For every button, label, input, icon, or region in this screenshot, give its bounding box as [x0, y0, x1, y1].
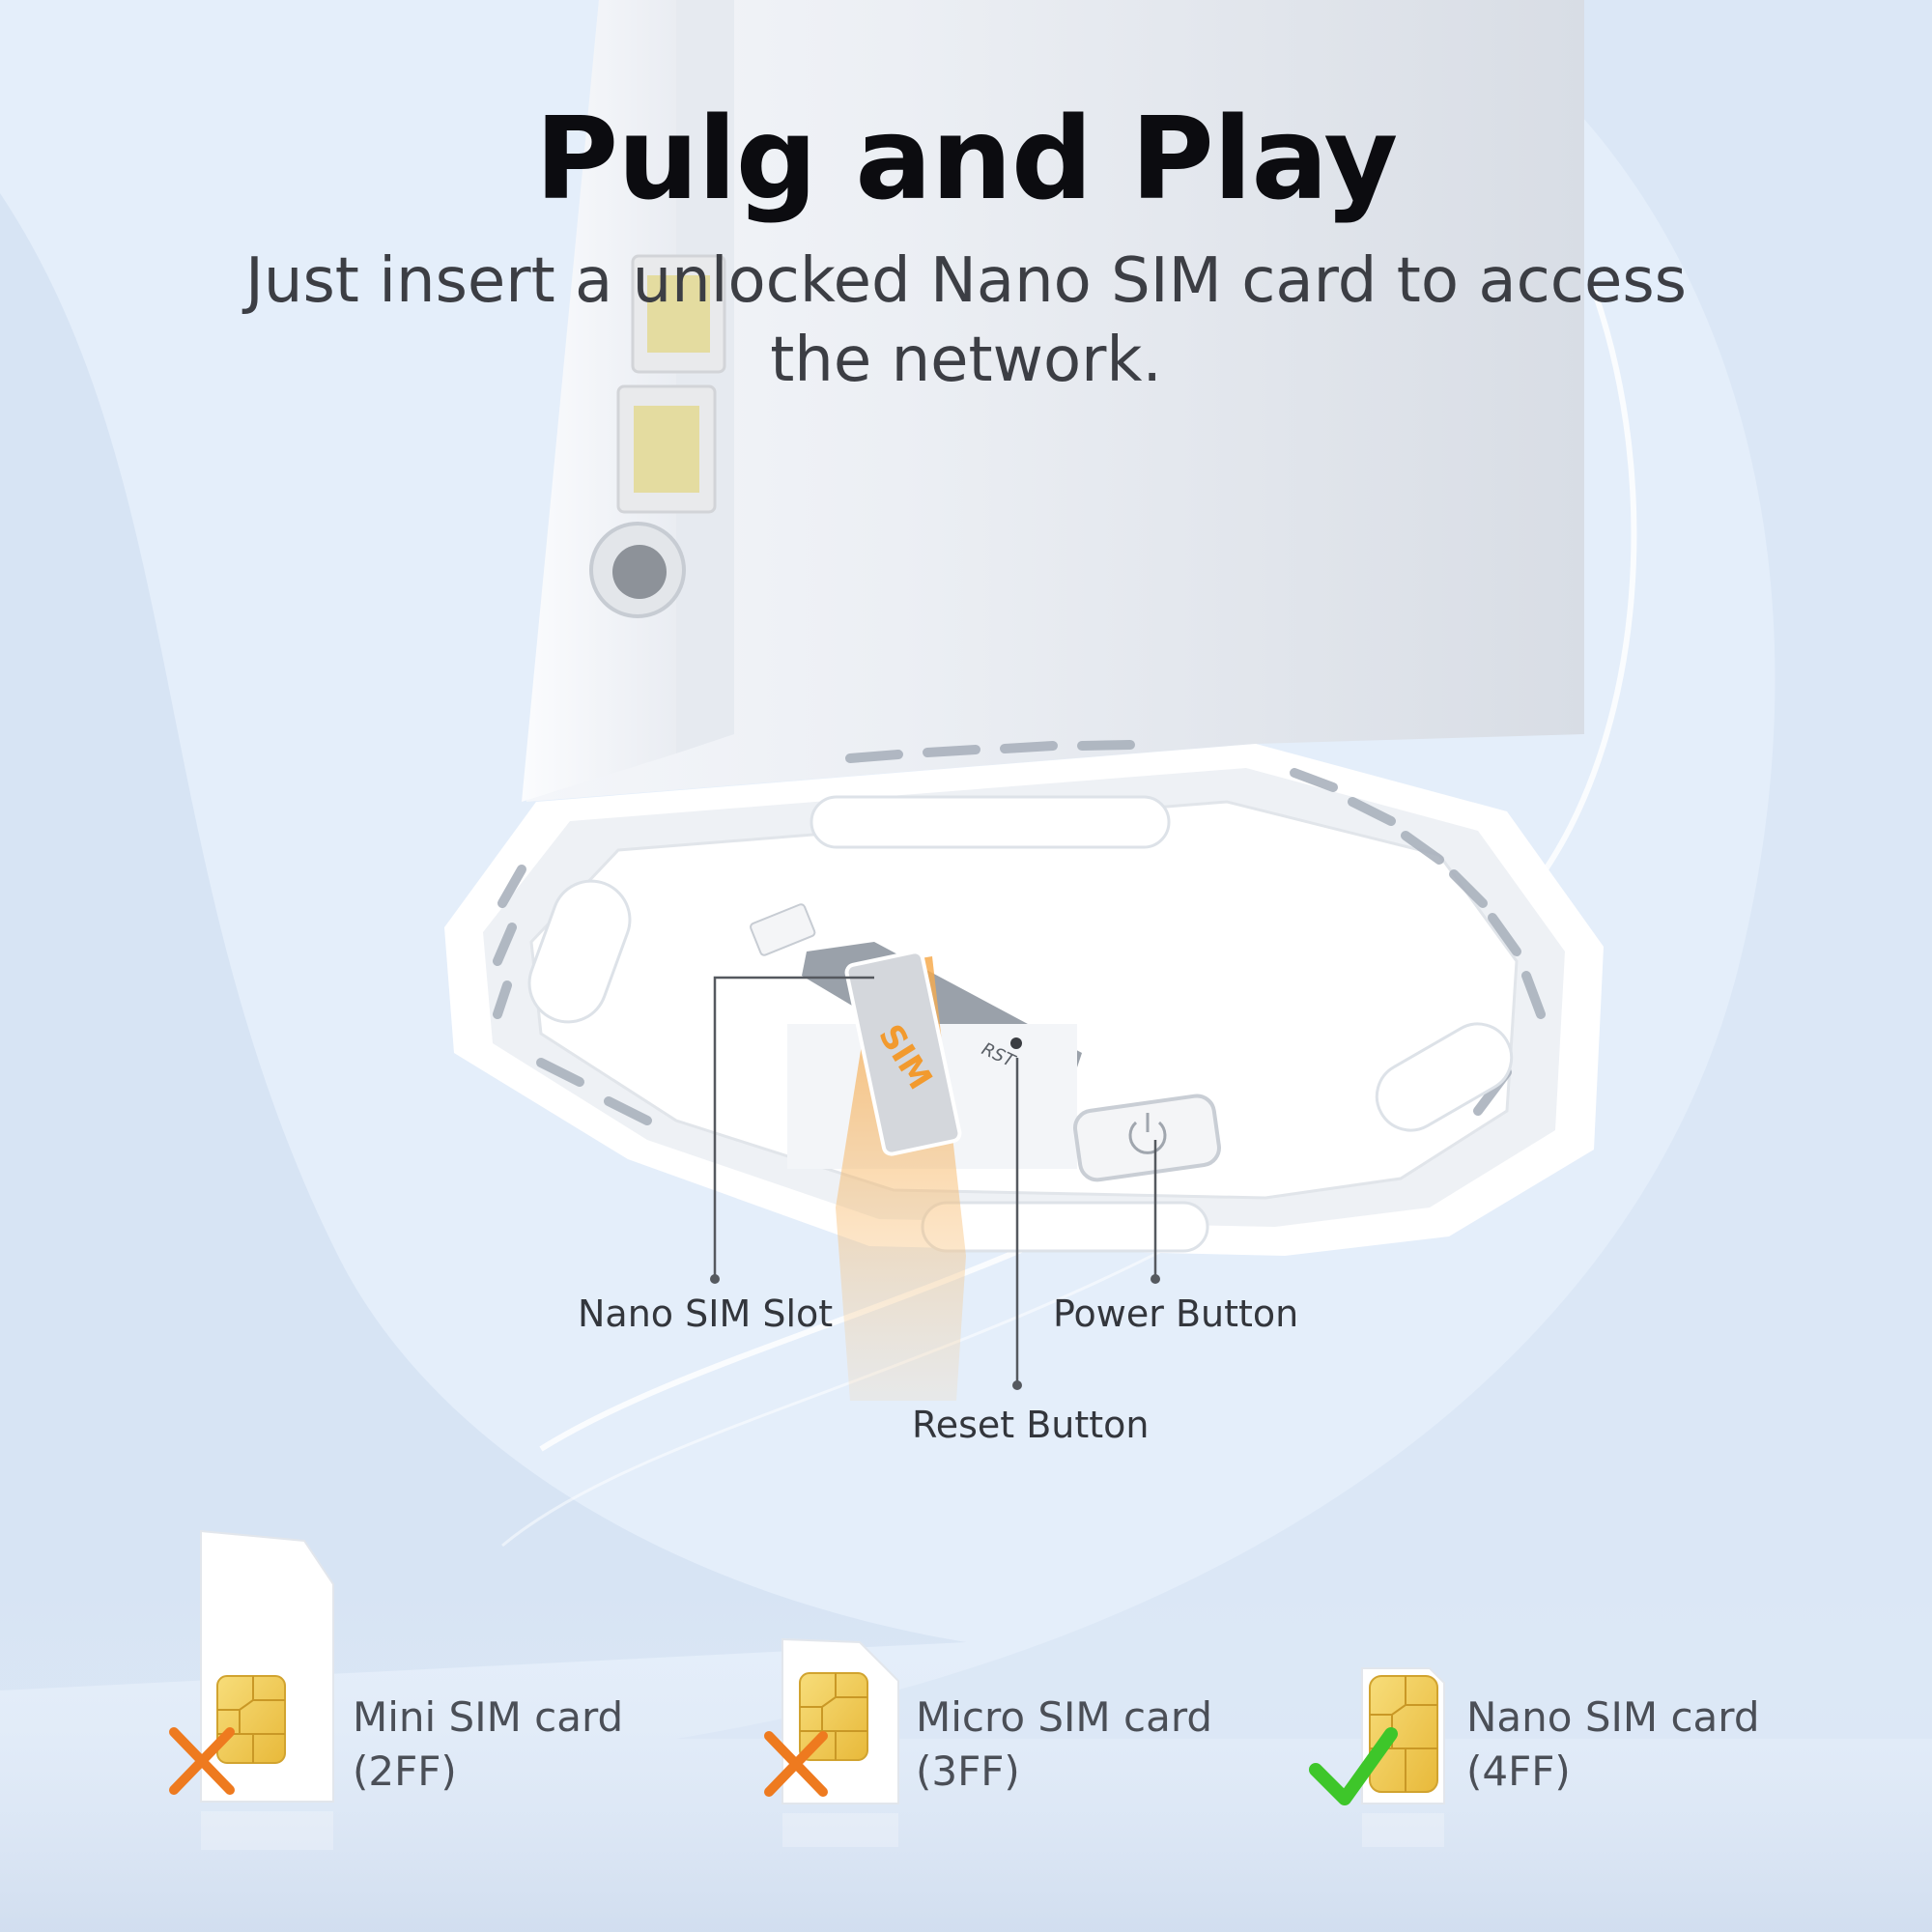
- nano-sim-icon: [1361, 1667, 1445, 1847]
- cross-icon: [764, 1731, 828, 1797]
- cross-icon: [169, 1727, 235, 1795]
- sim-type-micro: Micro SIM card (3FF): [916, 1690, 1212, 1799]
- sim-type-name: Nano SIM card: [1466, 1693, 1760, 1741]
- callout-reset-button: Reset Button: [912, 1404, 1150, 1446]
- power-button-icon: [1073, 1094, 1221, 1182]
- sim-type-size: (3FF): [916, 1747, 1020, 1795]
- mini-sim-icon: [200, 1529, 334, 1850]
- sim-type-mini: Mini SIM card (2FF): [353, 1690, 623, 1799]
- page-title: Pulg and Play: [534, 92, 1399, 225]
- sim-card-icon: SIM: [844, 950, 962, 1156]
- sim-type-name: Micro SIM card: [916, 1693, 1213, 1741]
- callout-power-button: Power Button: [1053, 1293, 1299, 1335]
- ethernet-port-icon: [616, 254, 726, 514]
- sim-type-name: Mini SIM card: [353, 1693, 624, 1741]
- page-subtitle: Just insert a unlocked Nano SIM card to …: [245, 245, 1687, 396]
- sim-type-size: (4FF): [1466, 1747, 1571, 1795]
- reset-hole-icon: [1010, 1037, 1022, 1049]
- micro-sim-icon: [781, 1637, 899, 1847]
- check-icon: [1309, 1727, 1398, 1805]
- sim-type-nano: Nano SIM card (4FF): [1466, 1690, 1759, 1799]
- sim-type-size: (2FF): [353, 1747, 457, 1795]
- callout-nano-sim-slot: Nano SIM Slot: [578, 1293, 834, 1335]
